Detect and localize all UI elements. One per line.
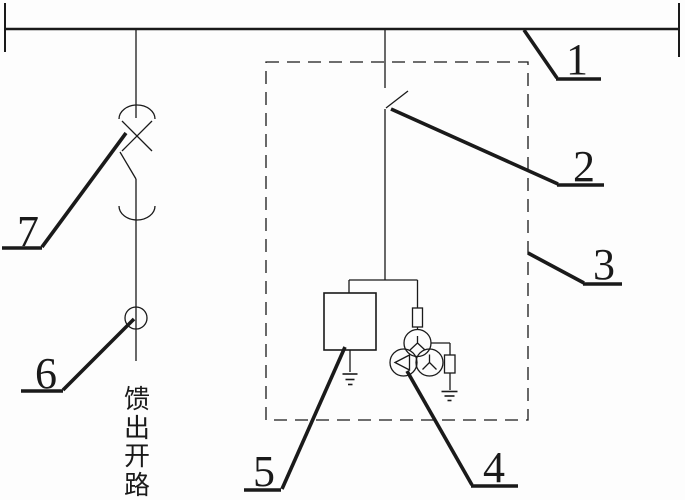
- callout-5-leader: [280, 346, 347, 490]
- fuse-icon: [411, 307, 424, 328]
- pt-secondary-winding: [415, 348, 444, 377]
- callout-7-leader: [40, 131, 128, 249]
- callout-2-number: 2: [573, 142, 595, 191]
- callout-1: [522, 28, 601, 81]
- feeder-label-char-2: 出: [124, 413, 150, 443]
- delta-symbol: [393, 353, 411, 372]
- disconnector-blade-icon: [385, 90, 409, 109]
- callout-4: [405, 370, 518, 488]
- callout-7: [2, 131, 128, 250]
- callout-2-leader: [390, 107, 559, 186]
- breaker-blade: [119, 151, 137, 180]
- feeder-label-char-4: 路: [124, 470, 150, 500]
- left-feeder-branch: [118, 29, 156, 361]
- feeder-label-char-1: 馈: [124, 384, 150, 414]
- callout-1-leader: [522, 28, 559, 80]
- callout-2: [390, 107, 604, 187]
- callout-6-number: 6: [35, 349, 57, 398]
- pt-delta-winding: [389, 348, 418, 377]
- callout-6: [21, 317, 136, 393]
- voltage-transformer-icon: [389, 328, 444, 377]
- callout-6-leader: [61, 317, 136, 392]
- wye-symbol-right: [422, 354, 437, 370]
- drawout-contact-bottom-arc-icon: [118, 205, 156, 221]
- pt-cabinet-branch: [323, 29, 458, 402]
- device-box: [323, 292, 377, 351]
- feeder-label-char-3: 开: [124, 441, 150, 471]
- drawout-contact-top-arc-icon: [118, 104, 156, 120]
- box-ground-icon: [342, 373, 358, 386]
- callout-7-number: 7: [17, 207, 39, 256]
- circuit-breaker-x-icon: [121, 120, 153, 152]
- resistor-ground-icon: [441, 390, 458, 402]
- callout-5-number: 5: [253, 447, 275, 496]
- wye-symbol-top: [409, 336, 426, 351]
- callout-3-number: 3: [593, 240, 615, 289]
- callout-3: [527, 251, 622, 286]
- current-transformer-icon: [124, 306, 148, 330]
- callout-4-number: 4: [483, 443, 505, 492]
- resistor-icon: [443, 354, 456, 374]
- callout-1-number: 1: [566, 35, 588, 84]
- callout-5: [244, 346, 347, 492]
- cabinet-dashed-boundary: [265, 61, 529, 421]
- feeder-label: 馈 出 开 路: [124, 384, 150, 500]
- callout-4-leader: [405, 370, 474, 486]
- callout-3-leader: [527, 251, 585, 285]
- busbar: [4, 3, 680, 57]
